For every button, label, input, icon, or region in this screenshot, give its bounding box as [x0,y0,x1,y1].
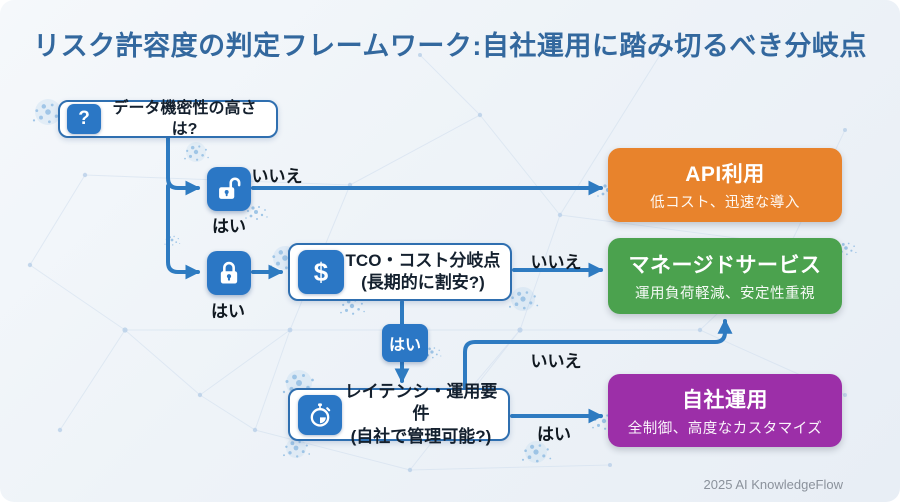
outcome-title: マネージドサービス [628,254,822,277]
outcome-api-usage: API利用 低コスト、迅速な導入 [608,148,842,222]
tco-line2: (長期的に割安?) [361,273,485,292]
edge-label-question-yes: はい [212,217,246,236]
decision-node-label: TCO・コスト分岐点 (長期的に割安?) [344,250,502,295]
outcome-title: API利用 [685,163,765,186]
page-title: リスク許容度の判定フレームワーク:自社運用に踏み切るべき分岐点 [33,31,867,61]
edge-badge-tco-yes: はい [382,324,428,362]
unlocked-padlock-icon [207,167,251,211]
latency-line1: レイテンシ・運用要件 [344,381,498,424]
question-mark-icon: ? [67,104,101,134]
edge-label-latency-yes: はい [537,425,571,444]
outcome-inhouse-operation: 自社運用 全制御、高度なカスタマイズ [608,374,842,447]
unlocked-padlock-glyph [219,177,241,199]
edge-question-to-lock [166,184,201,280]
outcome-subtitle: 低コスト、迅速な導入 [650,195,800,211]
edge-label-latency-no: いいえ [530,352,582,371]
outcome-subtitle: 運用負荷軽減、安定性重視 [635,286,815,302]
edge-latency-to-managed [463,318,733,390]
stopwatch-glyph [310,402,331,427]
decision-node-label: データ機密性の高さは? [112,99,257,138]
decision-node-latency-ops: レイテンシ・運用要件 (自社で管理可能?) [288,382,510,446]
outcome-title: 自社運用 [682,388,768,412]
outcome-managed-service: マネージドサービス 運用負荷軽減、安定性重視 [608,238,842,314]
dollar-icon: $ [298,250,344,294]
edge-label-question-no: いいえ [251,167,303,186]
footer-credit: 2025 AI KnowledgeFlow [703,477,843,492]
latency-line2: (自社で管理可能?) [350,426,492,446]
outcome-subtitle: 全制御、高度なカスタマイズ [627,420,823,437]
locked-padlock-icon [207,251,251,295]
edge-label-tco-no: いいえ [530,253,582,272]
decision-node-label: レイテンシ・運用要件 (自社で管理可能?) [342,381,500,448]
edge-label-lock-yes: はい [211,302,245,321]
tco-line1: TCO・コスト分岐点 [345,250,501,270]
decision-node-tco-cost: $ TCO・コスト分岐点 (長期的に割安?) [288,243,512,301]
locked-padlock-glyph [220,261,238,284]
decision-node-data-confidentiality: ? データ機密性の高さは? [58,100,278,138]
stopwatch-icon [298,394,342,435]
edge-question-to-unlock [166,136,201,196]
